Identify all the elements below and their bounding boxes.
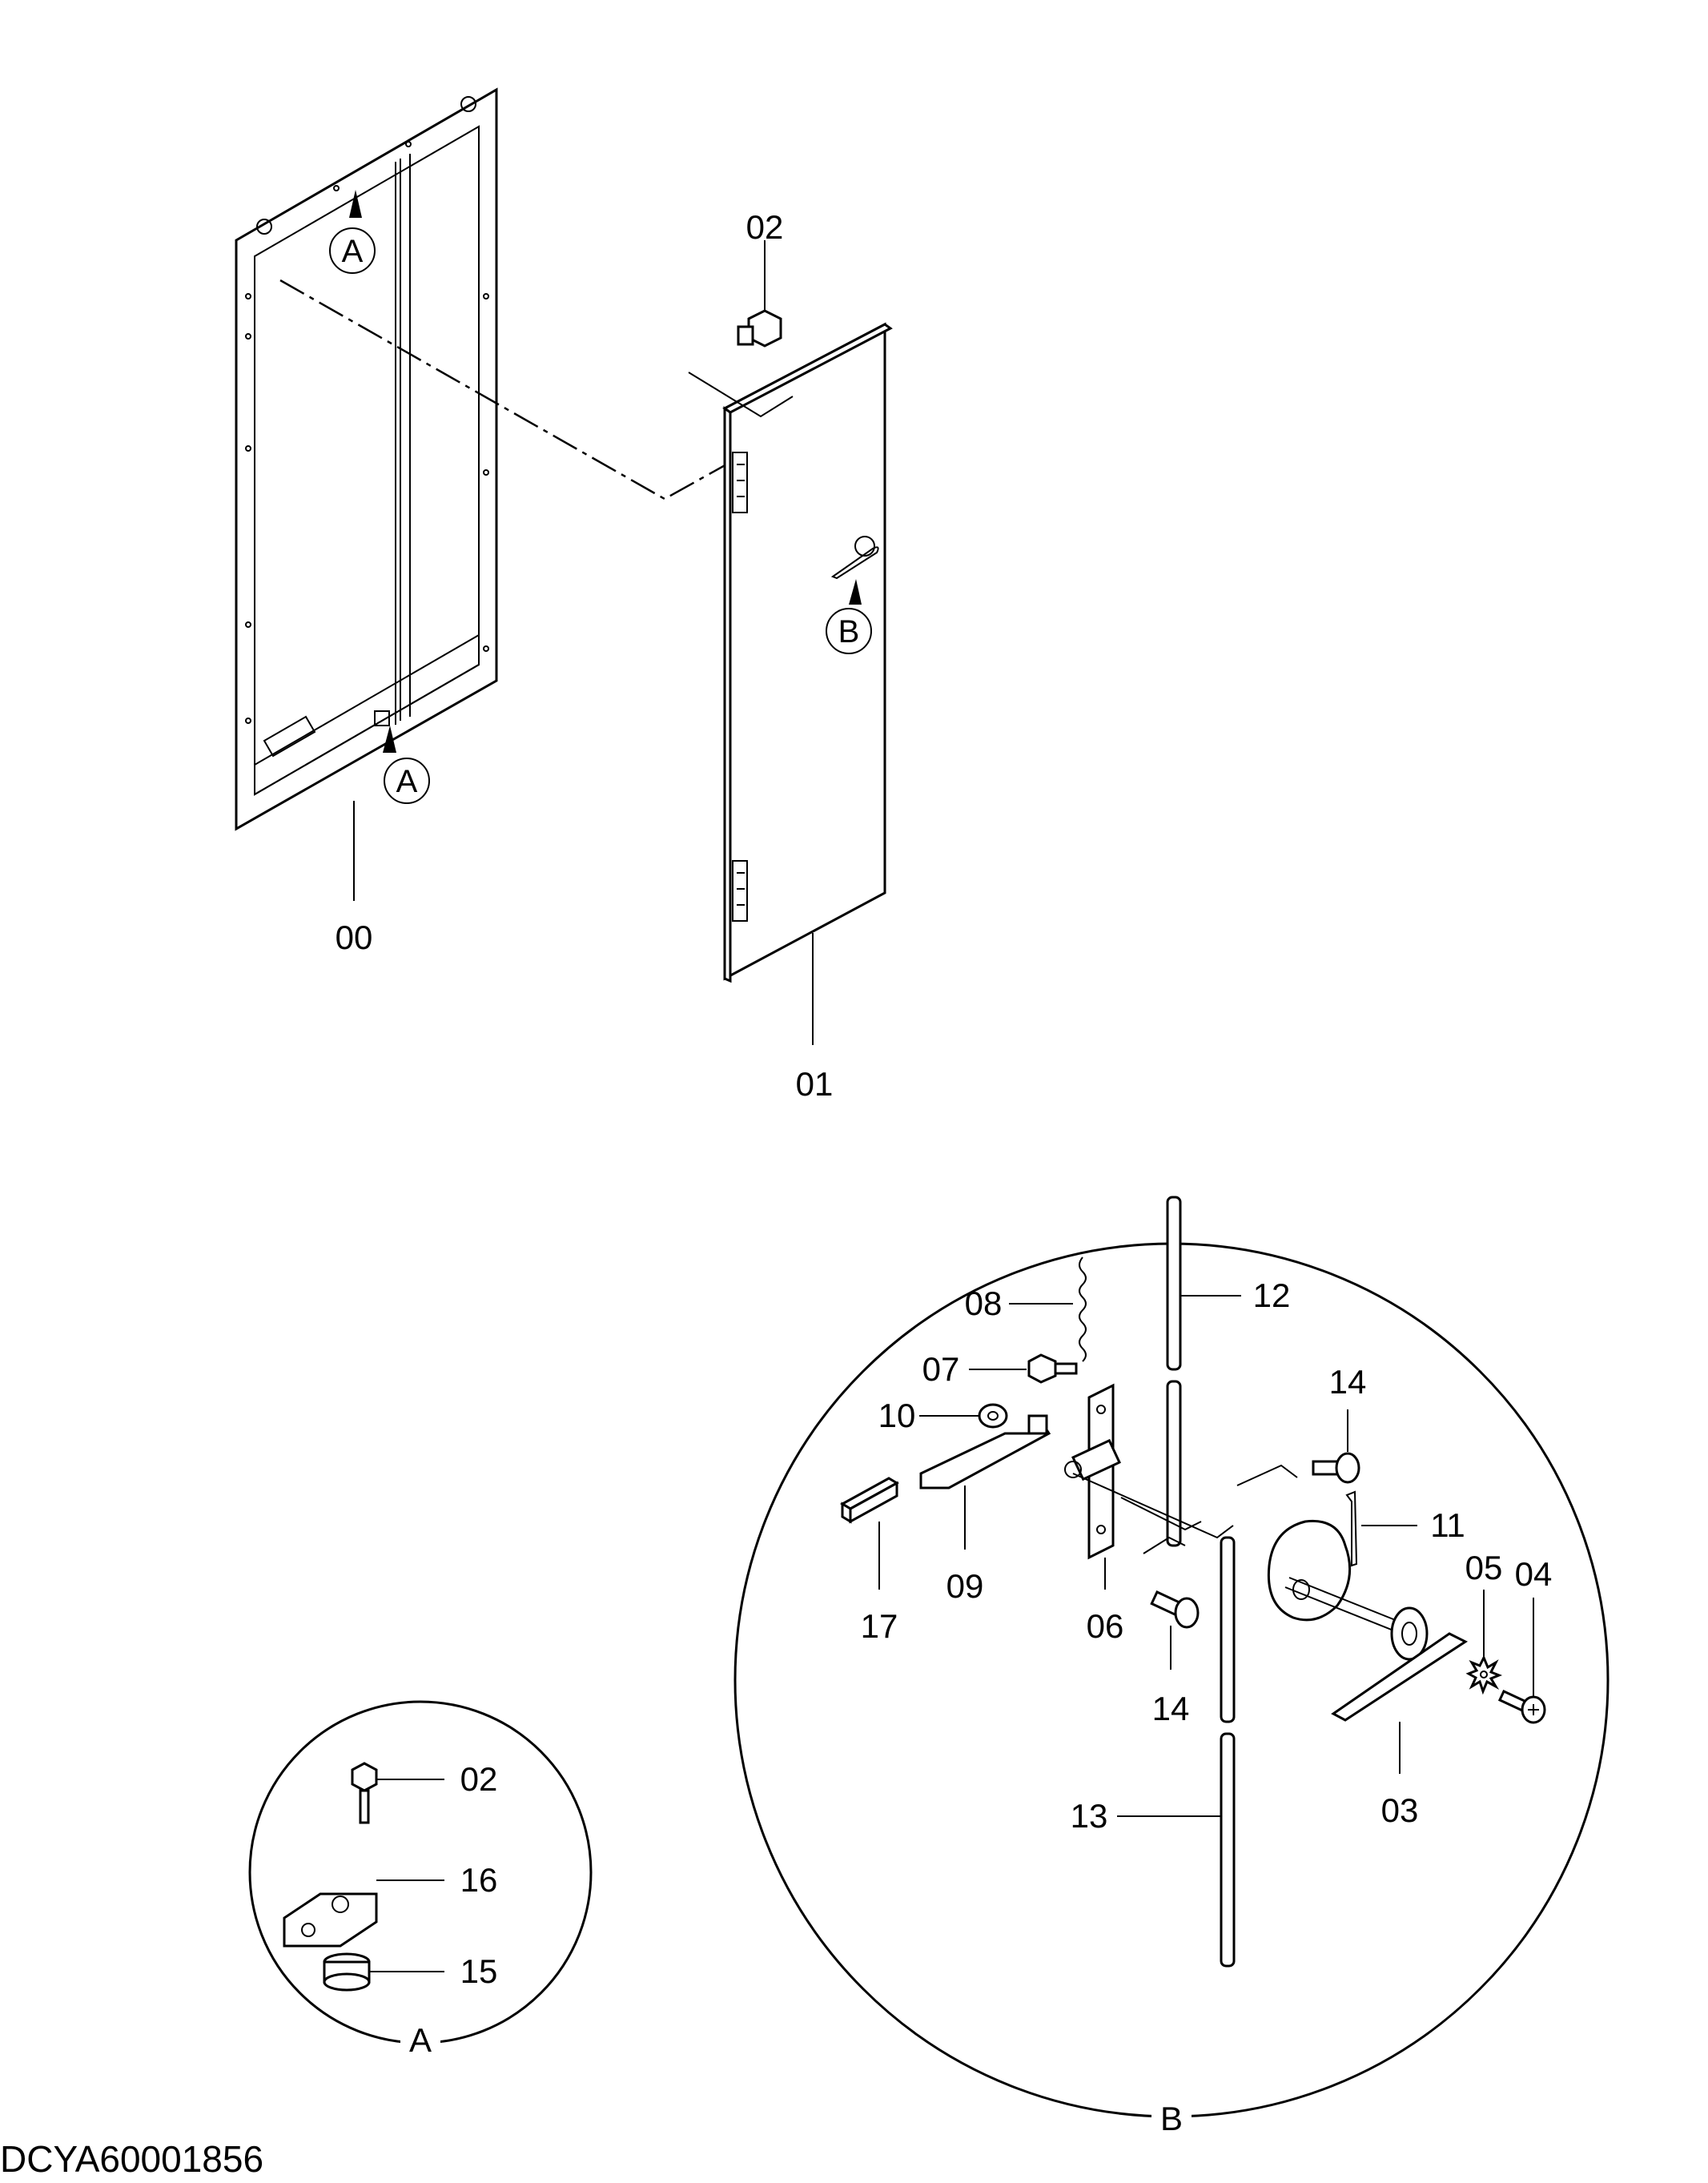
- pin-top: [1312, 1409, 1360, 1484]
- door-bolt-label: 02: [746, 208, 784, 246]
- handle-label: 03: [1381, 1791, 1419, 1829]
- ref-a-top-callout: A: [329, 190, 376, 274]
- door-panel: [722, 322, 893, 983]
- rod-lower: [1117, 1536, 1236, 1968]
- document-code: DCYA60001856: [0, 2138, 263, 2180]
- latch-bolt: [969, 1353, 1078, 1384]
- cotter-pin: [1345, 1490, 1417, 1567]
- screw: [1497, 1598, 1546, 1724]
- ref-b-letter: B: [838, 614, 860, 649]
- detail-a-bolt: [351, 1762, 444, 1824]
- cotter-pin-label: 11: [1430, 1506, 1465, 1544]
- detail-a-cushion-label: 15: [460, 1952, 498, 1990]
- detail-b-title: B: [1160, 2100, 1183, 2137]
- spring-label: 08: [965, 1284, 1003, 1322]
- rod-lower-label: 13: [1071, 1797, 1108, 1835]
- pin-top-label: 14: [1329, 1363, 1367, 1401]
- washer-label: 10: [878, 1397, 916, 1434]
- ref-a-bottom-letter: A: [396, 764, 418, 799]
- pad: [839, 1477, 900, 1590]
- detail-a-title: A: [409, 2021, 432, 2059]
- screw-label: 04: [1515, 1555, 1553, 1593]
- latch-guide-lines: [1072, 1464, 1298, 1554]
- door-label: 01: [796, 1065, 834, 1103]
- pin-bottom: [1150, 1590, 1200, 1670]
- escutcheon-plate: [1267, 1519, 1352, 1622]
- latch: [1064, 1383, 1121, 1590]
- rod-upper: [1166, 1196, 1241, 1547]
- rod-upper-label: 12: [1253, 1276, 1291, 1314]
- latch-label: 06: [1087, 1607, 1124, 1645]
- ref-b-callout: B: [826, 579, 872, 654]
- door-bolt: [688, 240, 794, 418]
- frame-label: 00: [336, 919, 373, 956]
- lock-washer: [1465, 1590, 1503, 1695]
- detail-a-bolt-label: 02: [460, 1760, 498, 1798]
- handle: [1331, 1606, 1469, 1774]
- cab-frame: [235, 87, 498, 831]
- detail-a-bracket-label: 16: [460, 1861, 498, 1899]
- pin-bottom-label: 14: [1152, 1690, 1190, 1727]
- ref-a-bottom-callout: A: [383, 726, 430, 804]
- pad-label: 17: [861, 1607, 898, 1645]
- detail-a-cushion: [323, 1952, 444, 1992]
- latch-bolt-label: 07: [922, 1350, 960, 1388]
- ref-a-top-letter: A: [342, 234, 364, 269]
- washer: [919, 1403, 1008, 1429]
- detail-a-bracket: [283, 1879, 444, 1948]
- lock-washer-label: 05: [1465, 1549, 1503, 1586]
- link-label: 09: [946, 1567, 984, 1605]
- detail-a-circle: [248, 1700, 593, 2044]
- spring: [1009, 1256, 1087, 1362]
- link: [919, 1414, 1051, 1550]
- handle-shaft: [1284, 1577, 1410, 1636]
